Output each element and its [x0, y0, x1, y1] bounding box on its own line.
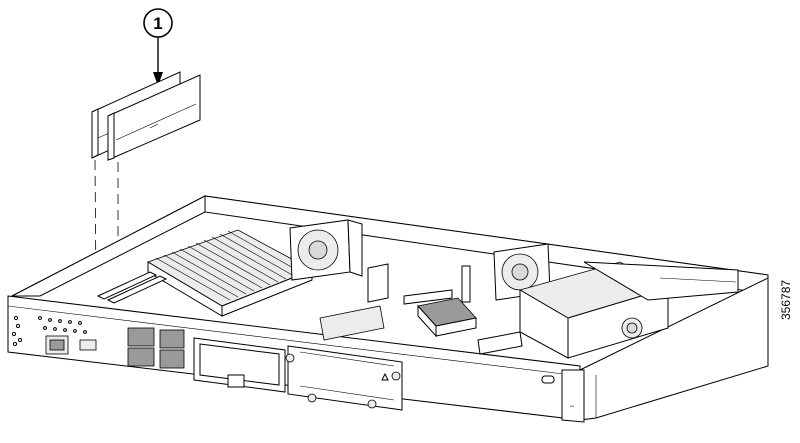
front-left-leds: [11, 315, 87, 347]
svg-text:ꟷ: ꟷ: [570, 404, 574, 410]
callout-1: 1: [143, 8, 173, 86]
board-headers: [319, 263, 523, 355]
front-ports: [45, 327, 185, 369]
memory-slots: [96, 271, 168, 304]
power-supply: [518, 261, 739, 359]
figure-number: 356787: [779, 280, 793, 320]
mezzanine-connector: [417, 297, 477, 338]
callout-number: 1: [153, 14, 162, 33]
cpu-heatsink: [147, 229, 313, 317]
fan-left: [289, 219, 363, 281]
memory-module-front: [107, 74, 201, 161]
blank-module-plate: [285, 345, 403, 411]
nim-slot: [193, 337, 286, 393]
